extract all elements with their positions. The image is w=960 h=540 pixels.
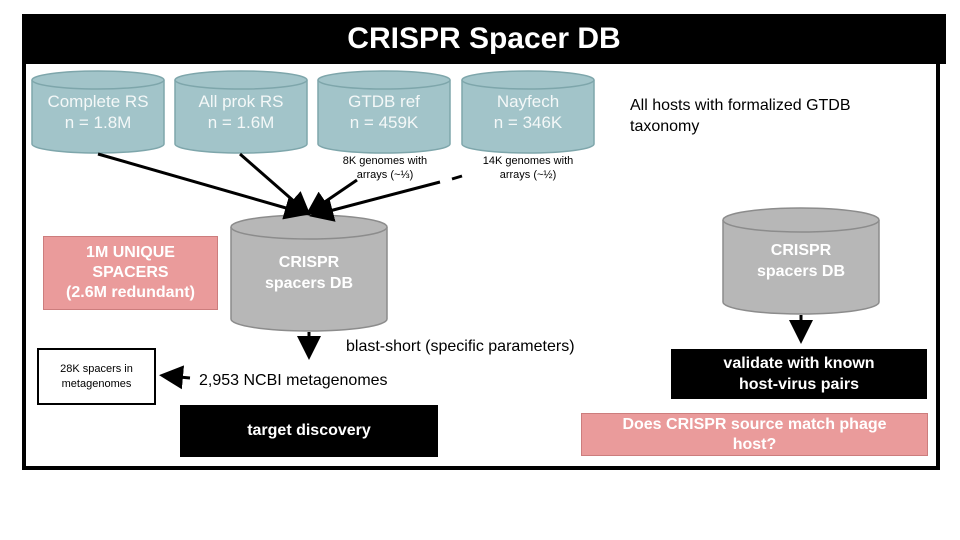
- source-cylinder-all-prok-rs: All prok RS n = 1.6M: [174, 70, 308, 154]
- crispr-spacers-db-cylinder-left: CRISPR spacers DB: [230, 214, 388, 332]
- gtdb-note-line-2: arrays (~⅓): [356, 169, 414, 181]
- nayfech-note-line-2: arrays (~½): [499, 169, 557, 181]
- question-line-2: host?: [732, 435, 777, 453]
- source-count: n = 346K: [493, 113, 563, 132]
- spacers-found-line-1: 28K spacers in: [60, 362, 133, 375]
- source-cylinder-complete-rs: Complete RS n = 1.8M: [31, 70, 165, 154]
- diagram-frame: [22, 62, 940, 470]
- unique-spacers-line-3: (2.6M redundant): [66, 284, 195, 301]
- source-count: n = 1.6M: [207, 113, 275, 132]
- unique-spacers-box: 1M UNIQUE SPACERS (2.6M redundant): [43, 236, 218, 310]
- source-cylinder-gtdb-ref: GTDB ref n = 459K: [317, 70, 451, 154]
- validate-line-2: host-virus pairs: [738, 376, 860, 393]
- spacers-in-metagenomes-box: 28K spacers in metagenomes: [37, 348, 156, 405]
- source-name: Nayfech: [496, 92, 560, 111]
- unique-spacers-line-1: 1M UNIQUE: [86, 244, 175, 261]
- db-left-line-2: spacers DB: [264, 275, 354, 292]
- spacers-found-line-2: metagenomes: [61, 377, 132, 390]
- phage-host-question-box: Does CRISPR source match phage host?: [581, 413, 928, 456]
- nayfech-arrays-note: 14K genomes with arrays (~½): [462, 154, 594, 182]
- blast-label: blast-short (specific parameters): [346, 338, 575, 355]
- page-title: CRISPR Spacer DB: [22, 14, 946, 64]
- unique-spacers-line-2: SPACERS: [92, 264, 169, 281]
- source-name: GTDB ref: [348, 92, 420, 111]
- source-count: n = 1.8M: [64, 113, 132, 132]
- gtdb-note-line-1: 8K genomes with: [342, 155, 428, 167]
- taxonomy-note-line-2: taxonomy: [630, 118, 700, 135]
- gtdb-arrays-note: 8K genomes with arrays (~⅓): [322, 154, 448, 182]
- source-cylinder-nayfech: Nayfech n = 346K: [461, 70, 595, 154]
- metagenomes-label: 2,953 NCBI metagenomes: [199, 372, 388, 389]
- validate-line-1: validate with known: [723, 355, 875, 372]
- db-right-line-1: CRISPR: [770, 242, 832, 259]
- source-name: All prok RS: [198, 92, 284, 111]
- taxonomy-note-line-1: All hosts with formalized GTDB: [630, 97, 851, 114]
- source-name: Complete RS: [47, 92, 149, 111]
- question-line-1: Does CRISPR source match phage: [622, 415, 887, 433]
- target-discovery-box: target discovery: [180, 405, 438, 457]
- db-left-line-1: CRISPR: [278, 254, 340, 271]
- source-count: n = 459K: [349, 113, 419, 132]
- db-right-line-2: spacers DB: [756, 263, 846, 280]
- nayfech-note-line-1: 14K genomes with: [482, 155, 574, 167]
- validate-box: validate with known host-virus pairs: [671, 349, 927, 399]
- crispr-spacers-db-cylinder-right: CRISPR spacers DB: [722, 207, 880, 315]
- taxonomy-note: All hosts with formalized GTDB taxonomy: [630, 95, 851, 137]
